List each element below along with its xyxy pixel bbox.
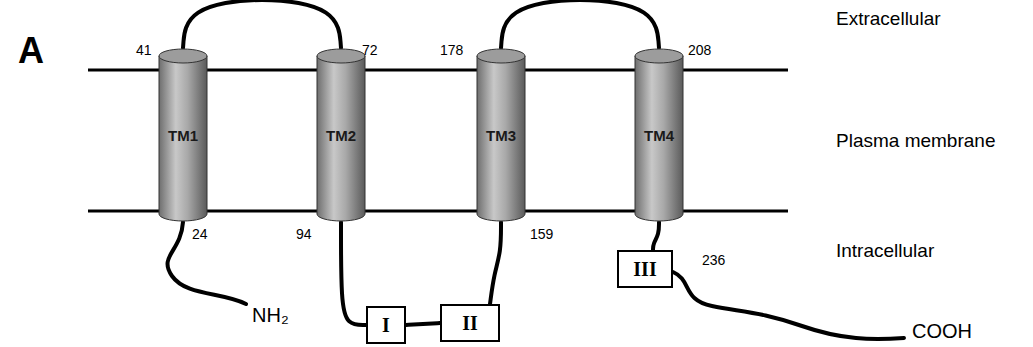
transmembrane-helix: TM1 bbox=[158, 48, 208, 222]
residue-number: 178 bbox=[440, 42, 463, 58]
transmembrane-helix: TM2 bbox=[316, 48, 366, 222]
domain-label: I bbox=[382, 314, 390, 337]
helix-label: TM3 bbox=[486, 127, 516, 144]
peptide-loop bbox=[341, 222, 366, 325]
helix-label: TM4 bbox=[644, 127, 674, 144]
cylinder-body bbox=[635, 56, 683, 221]
cylinder-top bbox=[317, 49, 365, 63]
transmembrane-helix: TM3 bbox=[476, 48, 526, 222]
residue-number: 94 bbox=[296, 226, 312, 242]
domain-box: I bbox=[366, 306, 406, 344]
residue-number: 24 bbox=[192, 226, 208, 242]
residue-number: 41 bbox=[136, 42, 152, 58]
terminus-label: COOH bbox=[912, 320, 972, 343]
peptide-loop bbox=[490, 222, 501, 304]
n-terminal-tail bbox=[168, 222, 246, 304]
helix-label: TM2 bbox=[326, 127, 356, 144]
c-terminal-tail bbox=[673, 272, 904, 339]
domain-label: III bbox=[633, 258, 656, 281]
domain-box: III bbox=[617, 250, 673, 288]
domain-box: II bbox=[440, 304, 500, 342]
cylinder-body bbox=[477, 56, 525, 221]
residue-number: 208 bbox=[688, 42, 711, 58]
domain-label: II bbox=[462, 312, 478, 335]
region-label: Extracellular bbox=[836, 8, 941, 30]
cylinder-top bbox=[159, 49, 207, 63]
residue-number: 72 bbox=[362, 42, 378, 58]
peptide-loop bbox=[501, 0, 659, 48]
transmembrane-helix: TM4 bbox=[634, 48, 684, 222]
terminus-label: NH₂ bbox=[252, 304, 289, 327]
residue-number: 236 bbox=[702, 252, 725, 268]
residue-number: 159 bbox=[530, 226, 553, 242]
region-label: Plasma membrane bbox=[836, 130, 995, 152]
region-label: Intracellular bbox=[836, 240, 934, 262]
peptide-loop bbox=[183, 0, 341, 48]
helix-label: TM1 bbox=[168, 127, 198, 144]
panel-letter: A bbox=[18, 30, 44, 72]
cylinder-top bbox=[635, 49, 683, 63]
cylinder-body bbox=[317, 56, 365, 221]
peptide-loop bbox=[653, 222, 659, 250]
cylinder-body bbox=[159, 56, 207, 221]
cylinder-top bbox=[477, 49, 525, 63]
peptide-loop bbox=[406, 323, 440, 325]
